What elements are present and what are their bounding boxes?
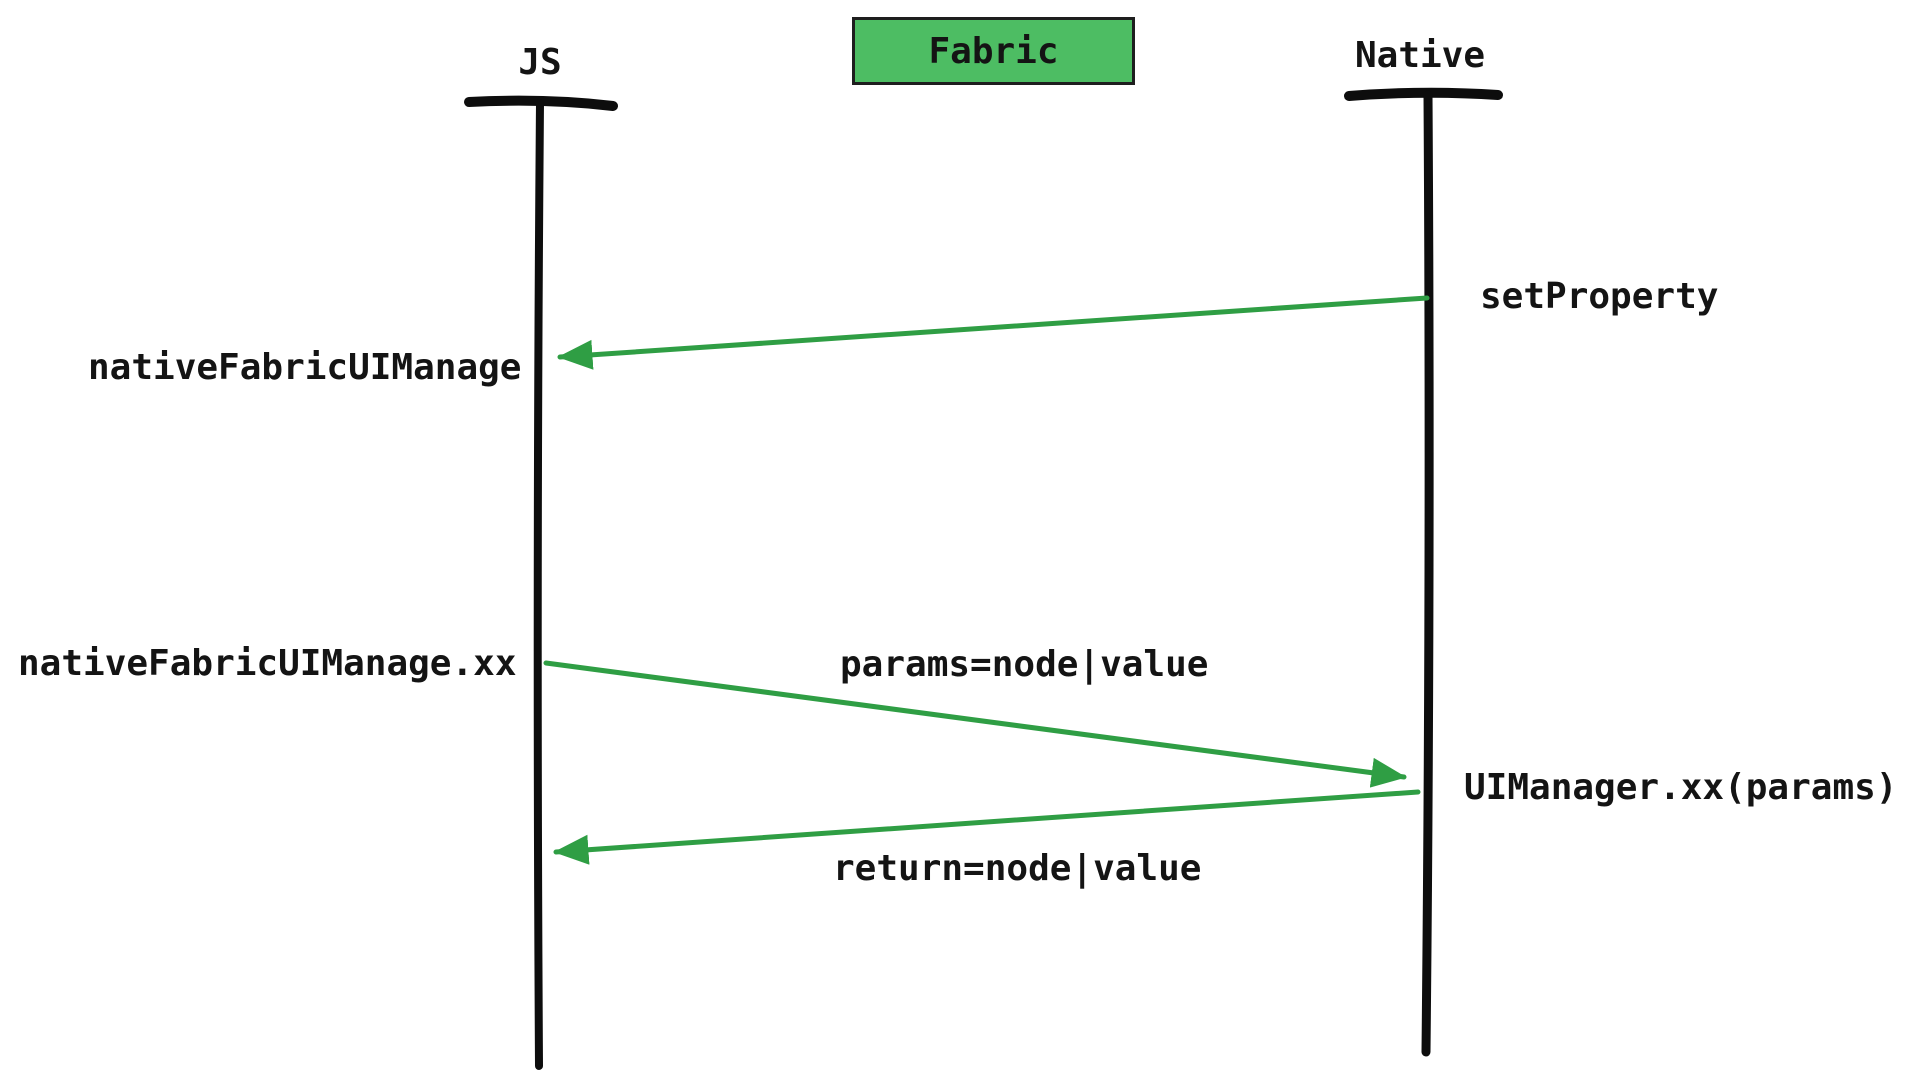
- message2-mid-label: params=node|value: [840, 644, 1209, 685]
- actor-js-label: JS: [518, 42, 562, 83]
- diagram-title-box: Fabric: [852, 17, 1135, 85]
- message-arrow-set-property: [557, 295, 1430, 370]
- message3-mid-label: return=node|value: [833, 848, 1202, 889]
- message2-source-label: nativeFabricUIManage.xx: [18, 643, 517, 684]
- diagram-title-label: Fabric: [928, 30, 1059, 72]
- actor-native-head-bar: [1344, 87, 1503, 101]
- actor-native-label: Native: [1354, 35, 1486, 76]
- actor-js-lifeline: [533, 99, 544, 1070]
- actor-native-lifeline: [1421, 90, 1434, 1057]
- message-arrow-params: [543, 660, 1407, 788]
- message1-source-label: setProperty: [1480, 276, 1719, 317]
- message-arrow-return: [553, 789, 1421, 865]
- message2-target-label: UIManager.xx(params): [1464, 767, 1898, 808]
- message1-target-label: nativeFabricUIManage: [88, 347, 522, 388]
